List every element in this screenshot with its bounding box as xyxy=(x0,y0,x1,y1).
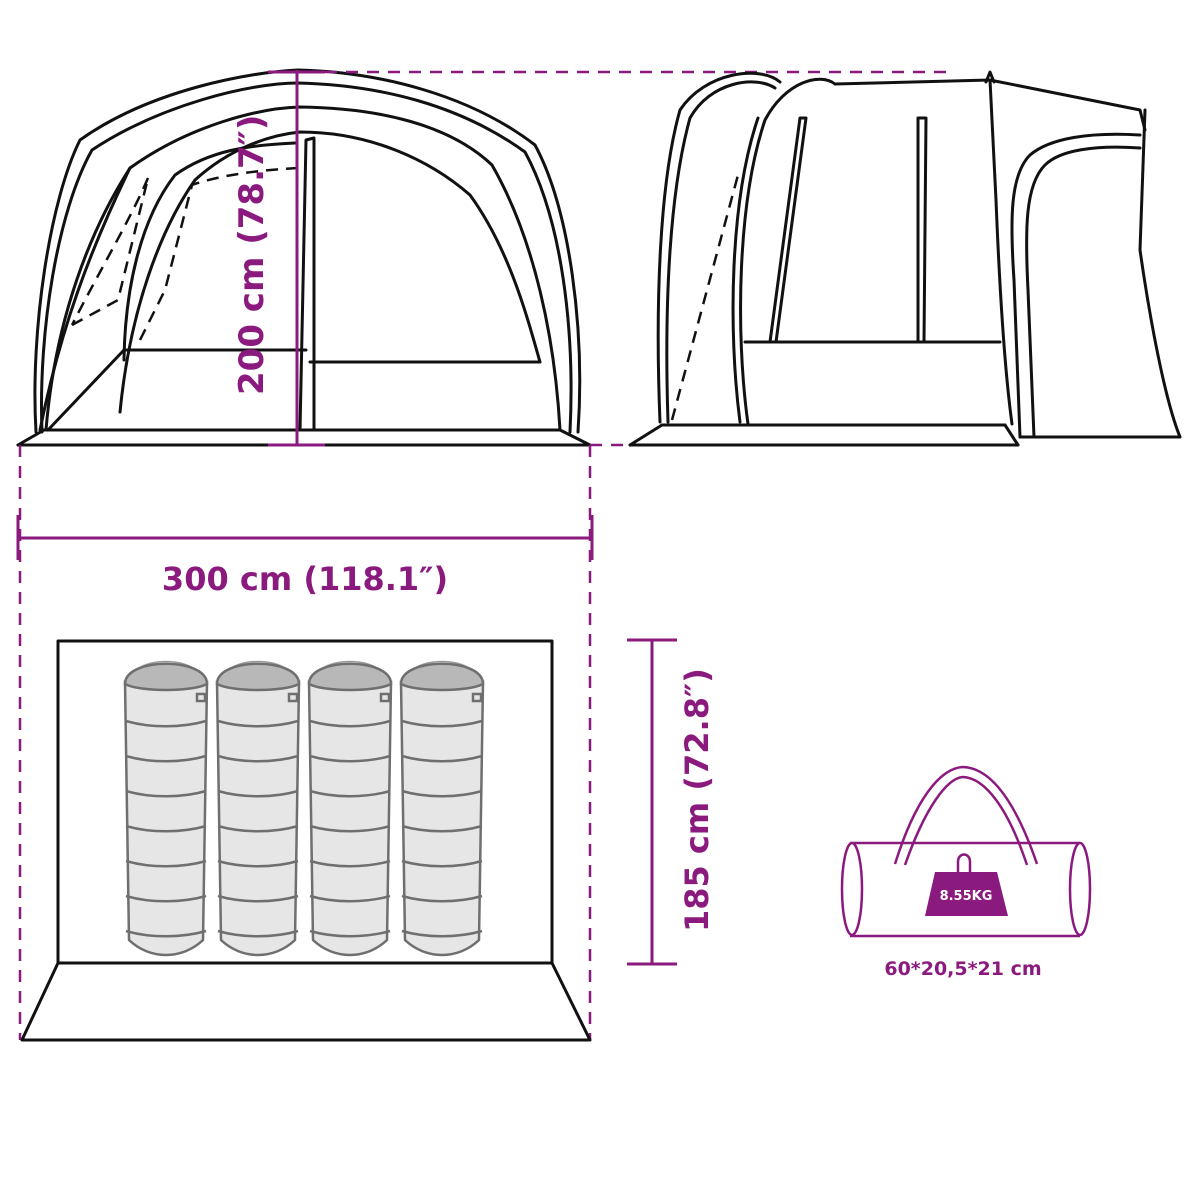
front-inner-floor-diag xyxy=(46,348,126,432)
sleeping-bags xyxy=(123,660,485,957)
carry-bag: 8.55KG 60*20,5*21 cm xyxy=(840,765,1092,980)
front-inner-arch xyxy=(118,130,542,414)
sleeping-bag-seam xyxy=(401,754,483,763)
front-window-dashed xyxy=(70,166,299,341)
weight-icon: 8.55KG xyxy=(925,853,1008,916)
width-dimension: 300 cm (118.1″) xyxy=(16,445,594,1040)
front-partition xyxy=(298,136,316,432)
sleeping-bag-seam xyxy=(309,789,391,798)
sleeping-bag-seam xyxy=(309,859,391,868)
sleeping-bag-body xyxy=(307,680,393,957)
front-middle-arch xyxy=(44,105,562,432)
sleeping-bag-seam xyxy=(401,859,483,868)
side-window-dashed xyxy=(670,174,740,421)
side-room-door-outer xyxy=(1010,132,1142,439)
height-dimension-label: 200 cm (78.7″) xyxy=(232,115,272,395)
side-roof-peak xyxy=(984,70,996,84)
carry-bag-end-right xyxy=(1068,841,1092,937)
sleeping-bag-seam xyxy=(125,719,207,728)
sleeping-bag-seam xyxy=(125,824,207,833)
sleeping-bag-zipper-tab xyxy=(471,692,483,703)
sleeping-bag-head xyxy=(215,662,301,692)
width-dimension-label: 300 cm (118.1″) xyxy=(162,560,448,598)
depth-dimension-label: 185 cm (72.8″) xyxy=(678,668,716,932)
side-front-arch xyxy=(739,77,837,426)
sleeping-bag-seam xyxy=(309,719,391,728)
sleeping-bag-seam xyxy=(309,894,391,903)
sleeping-bag-body xyxy=(215,680,301,957)
sleeping-bag-seam xyxy=(217,929,299,938)
side-rear-arch xyxy=(656,71,782,424)
sleeping-bag-body xyxy=(123,680,209,957)
front-view xyxy=(16,68,592,447)
sleeping-bag-seam xyxy=(401,789,483,798)
sleeping-bag xyxy=(123,660,209,957)
front-floor-left xyxy=(16,428,46,447)
sleeping-bag-seam xyxy=(309,824,391,833)
side-pole-right xyxy=(916,116,928,344)
depth-dimension: 185 cm (72.8″) xyxy=(627,638,716,966)
packed-size-label: 60*20,5*21 cm xyxy=(884,958,1041,980)
sleeping-bag-seam xyxy=(217,789,299,798)
front-outer-arch-inner xyxy=(40,81,573,434)
front-left-pole xyxy=(38,166,132,432)
side-pole-left xyxy=(768,116,808,344)
carry-bag-handle-inner xyxy=(903,775,1029,866)
carry-bag-end-left xyxy=(840,841,864,937)
sleeping-bag-seam xyxy=(217,719,299,728)
side-rear-arch-inner xyxy=(665,80,777,424)
floor-plan-room xyxy=(56,639,554,965)
sleeping-bag xyxy=(307,660,393,957)
sleeping-bag-seam xyxy=(125,929,207,938)
sleeping-bag-seam xyxy=(217,859,299,868)
sleeping-bag-seam xyxy=(401,824,483,833)
sleeping-bag-head xyxy=(307,662,393,692)
sleeping-bag-seam xyxy=(401,929,483,938)
floor-plan xyxy=(20,639,592,1042)
weight-icon-body xyxy=(925,872,1008,916)
sleeping-bag-head xyxy=(399,662,485,692)
sleeping-bag-seam xyxy=(309,929,391,938)
sleeping-bag-zipper-tab xyxy=(379,692,391,703)
side-floor-right xyxy=(1003,423,1020,447)
sleeping-bag-seam xyxy=(217,824,299,833)
side-room-back xyxy=(1138,108,1182,439)
front-floor-right xyxy=(558,428,592,447)
sleeping-bag-seam xyxy=(217,894,299,903)
sleeping-bag-seam xyxy=(125,859,207,868)
sleeping-bag-zipper-tab xyxy=(287,692,299,703)
sleeping-bag-body xyxy=(399,680,485,957)
weight-label: 8.55KG xyxy=(940,889,993,904)
side-roof xyxy=(833,78,1147,132)
sleeping-bag-seam xyxy=(309,754,391,763)
sleeping-bag-seam xyxy=(125,789,207,798)
side-front-arch-inner xyxy=(731,116,760,424)
sleeping-bag xyxy=(399,660,485,957)
floor-plan-vestibule xyxy=(20,961,592,1042)
side-floor-left xyxy=(628,423,664,447)
height-dimension: 200 cm (78.7″) xyxy=(232,70,325,447)
sleeping-bag-seam xyxy=(125,754,207,763)
front-outer-arch xyxy=(33,68,582,434)
side-view xyxy=(628,70,1182,447)
weight-icon-ring xyxy=(956,853,972,872)
sleeping-bag-seam xyxy=(125,894,207,903)
sleeping-bag-seam xyxy=(217,754,299,763)
sleeping-bag-seam xyxy=(401,719,483,728)
side-room-door-inner xyxy=(1025,145,1142,439)
sleeping-bag xyxy=(215,660,301,957)
sleeping-bag-zipper-tab xyxy=(195,692,207,703)
sleeping-bag-seam xyxy=(401,894,483,903)
carry-bag-handle-outer xyxy=(893,765,1039,865)
front-door-arch xyxy=(122,141,297,362)
sleeping-bag-head xyxy=(123,662,209,692)
side-vestibule-front xyxy=(988,78,1014,426)
